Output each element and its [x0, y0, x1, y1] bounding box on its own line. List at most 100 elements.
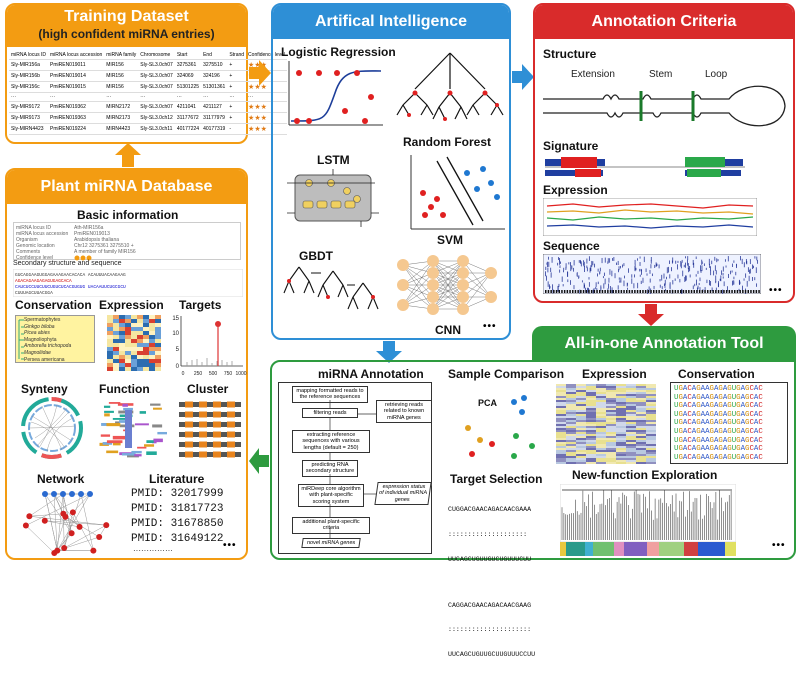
- table-header: miRNA locus accession: [48, 51, 104, 60]
- table-cell: 324069: [175, 71, 201, 82]
- conservation-row: UGACAGAAGAGAGUGAGCAC: [674, 411, 784, 420]
- targets-ytick: 5: [176, 347, 180, 353]
- tool-conservation-alignment: UGACAGAAGAGAGUGAGCAC UGACAGAAGAGAGUGAGCAC…: [670, 382, 788, 464]
- structure-label: Structure: [543, 47, 596, 61]
- table-cell: MIRN4423: [104, 124, 138, 135]
- table-cell: +: [227, 113, 246, 124]
- synteny-circos: [17, 396, 87, 460]
- svg-text:500: 500: [209, 371, 218, 377]
- svg-text:750: 750: [224, 371, 233, 377]
- pmid-4[interactable]: PMID: 31649122: [131, 533, 223, 545]
- table-cell: 51301361: [201, 82, 227, 93]
- table-cell: PmiREN019014: [48, 71, 104, 82]
- table-cell: -: [227, 124, 246, 135]
- table-cell: MIRN2172: [104, 102, 138, 113]
- table-cell: 31177672: [175, 113, 201, 124]
- sample-comparison-label: Sample Comparison: [448, 367, 564, 381]
- table-header: miRNA family: [104, 51, 138, 60]
- sequence-label: Sequence: [543, 239, 600, 253]
- plant-mirna-database-panel: Plant miRNA Database Basic information m…: [5, 168, 248, 560]
- table-cell: 3275510: [201, 60, 227, 71]
- conservation-row: UGACAGAAGAGAGUGAGCAC: [674, 454, 784, 463]
- tree-label: Persea americana: [24, 357, 71, 364]
- svm-label: SVM: [437, 233, 463, 247]
- table-cell: +: [227, 102, 246, 113]
- table-cell: 4211127: [201, 102, 227, 113]
- pca-plot: PCA: [454, 384, 540, 468]
- database-more: •••: [223, 540, 237, 551]
- signature-reads: [545, 153, 745, 183]
- new-function-label: New-function Exploration: [572, 468, 717, 482]
- pmid-1[interactable]: PMID: 32017999: [131, 488, 223, 500]
- table-header: End: [201, 51, 227, 60]
- conservation-row: UGACAGAAGAGAGUGAGCAC: [674, 394, 784, 403]
- tool-more: •••: [772, 540, 786, 551]
- table-cell: PmiREN019363: [48, 113, 104, 124]
- target-selection-label: Target Selection: [450, 472, 542, 486]
- table-cell: ···: [175, 93, 201, 102]
- annotation-criteria-panel: Annotation Criteria Structure Extension …: [533, 3, 795, 303]
- table-cell: 4211041: [175, 102, 201, 113]
- annotation-tool-panel: miRNA Annotation mapping formatted reads…: [270, 360, 796, 560]
- table-header: miRNA locus ID: [9, 51, 48, 60]
- targets-label: Targets: [179, 298, 221, 312]
- table-cell: Sly-MIR9172: [9, 102, 48, 113]
- svg-text:CUUUAGCUUACGGA: CUUUAGCUUACGGA: [15, 290, 53, 296]
- table-row[interactable]: ························: [9, 93, 287, 102]
- tool-expression-label: Expression: [582, 367, 647, 381]
- database-header: Plant miRNA Database: [7, 170, 246, 204]
- cluster-graphic: [179, 398, 243, 462]
- table-cell: ···: [201, 93, 227, 102]
- tool-expression-heatmap: [556, 384, 656, 464]
- pmid-more: ···············: [133, 546, 173, 555]
- literature-label: Literature: [149, 472, 204, 486]
- table-cell: Sly-SL3.0ch11: [138, 124, 175, 135]
- svg-text:GUCAGGAAGUGGAGAAAGAACACACA A: GUCAGGAAGUGGAGAAAGAACACACA ACAUUUACAAGAA…: [15, 272, 126, 278]
- tree-label: Amborella trichopoda: [24, 343, 71, 350]
- loop-label: Loop: [705, 69, 727, 80]
- table-cell: Sly-SL3.0ch12: [138, 113, 175, 124]
- conservation-row: UGACAGAAGAGAGUGAGCAC: [674, 437, 784, 446]
- ai-panel: Artifical Intelligence Logistic Regressi…: [271, 3, 511, 340]
- training-dataset-panel: Training Dataset (high confident miRNA e…: [5, 3, 248, 144]
- database-title: Plant miRNA Database: [7, 178, 246, 196]
- secondary-structure-graphic: GUCAGGAAGUGGAGAAAGAACACACA ACAUUUACAAGAA…: [13, 269, 243, 297]
- table-cell: ···: [48, 93, 104, 102]
- arrow-training-to-ai: [249, 60, 271, 86]
- module-color-bar: [560, 542, 736, 556]
- table-cell: Sly-SL3.0ch07: [138, 71, 175, 82]
- svg-text:CAUCUCCUUCUUCUGUCUCACGUGUG U: CAUCUCCUUCUUCUGUCUCACGUGUG UACAAUUCUGCGC…: [15, 284, 126, 290]
- svg-text:250: 250: [194, 371, 203, 377]
- hairpin-structure: [543, 81, 793, 131]
- tool-conservation-label: Conservation: [678, 367, 755, 381]
- pmid-2[interactable]: PMID: 31817723: [131, 503, 223, 515]
- tree-label: Ginkgo biloba: [24, 324, 71, 331]
- cluster-label: Cluster: [187, 382, 228, 396]
- svg-text:AGACAGAAGAGAGUGAGCACA: AGACAGAAGAGAGUGAGCACA: [15, 278, 72, 284]
- pmid-3[interactable]: PMID: 31678850: [131, 518, 223, 530]
- ai-more: •••: [483, 321, 497, 332]
- extension-label: Extension: [571, 69, 615, 80]
- table-cell: PmiREN019362: [48, 102, 104, 113]
- table-cell: ···: [9, 93, 48, 102]
- criteria-more: •••: [769, 285, 783, 296]
- logistic-regression-plot: [285, 59, 385, 129]
- table-cell: +: [227, 60, 246, 71]
- table-cell: MIRN2173: [104, 113, 138, 124]
- training-dataset-subtitle: (high confident miRNA entries): [7, 27, 246, 41]
- synteny-label: Synteny: [21, 382, 68, 396]
- training-dataset-header: Training Dataset (high confident miRNA e…: [7, 5, 246, 47]
- criteria-header: Annotation Criteria: [535, 5, 793, 39]
- lstm-label: LSTM: [317, 153, 350, 167]
- table-cell: Sly-MIRN4423: [9, 124, 48, 135]
- arrow-tool-to-database: [249, 448, 269, 474]
- function-wordcloud: [95, 396, 167, 460]
